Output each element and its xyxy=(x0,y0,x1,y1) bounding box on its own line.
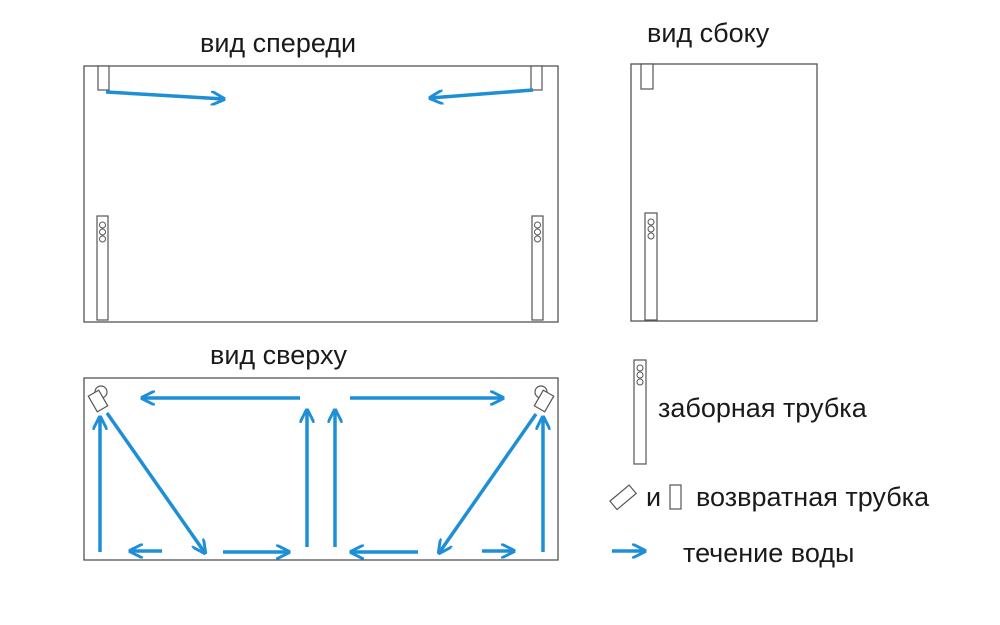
legend-return-label: возвратная трубка xyxy=(696,482,930,512)
front-return-pipe-left xyxy=(97,65,110,91)
legend-intake-label: заборная трубка xyxy=(658,393,867,423)
front-intake-pipe-right xyxy=(531,215,544,321)
legend-flow-label: течение воды xyxy=(683,538,855,568)
legend-intake-pipe-icon xyxy=(633,359,647,465)
top-flow-arrow-left-diag xyxy=(105,411,205,553)
front-intake-pipe-left xyxy=(96,215,109,321)
top-return-pipe-left xyxy=(87,385,109,413)
front-return-pipe-right xyxy=(530,65,543,91)
legend-return-pipe-angled-icon xyxy=(609,484,638,511)
front-view xyxy=(83,65,559,323)
front-flow-arrow-right xyxy=(430,88,534,98)
front-tank-outline xyxy=(83,65,559,323)
side-intake-pipe xyxy=(644,212,658,321)
legend xyxy=(609,359,682,551)
front-flow-arrow-left xyxy=(105,90,224,99)
top-view-title: вид сверху xyxy=(210,340,347,370)
side-return-pipe xyxy=(640,63,654,90)
top-tank-outline xyxy=(83,377,559,561)
side-view-title: вид сбоку xyxy=(647,18,770,48)
top-view xyxy=(83,377,559,561)
legend-return-pipe-straight-icon xyxy=(669,484,682,510)
top-flow-arrow-right-diag xyxy=(439,412,538,553)
top-return-pipe-right xyxy=(533,385,555,413)
side-tank-outline xyxy=(630,63,818,322)
legend-return-conj: и xyxy=(646,482,662,512)
side-view xyxy=(630,63,818,322)
front-view-title: вид спереди xyxy=(200,28,357,58)
